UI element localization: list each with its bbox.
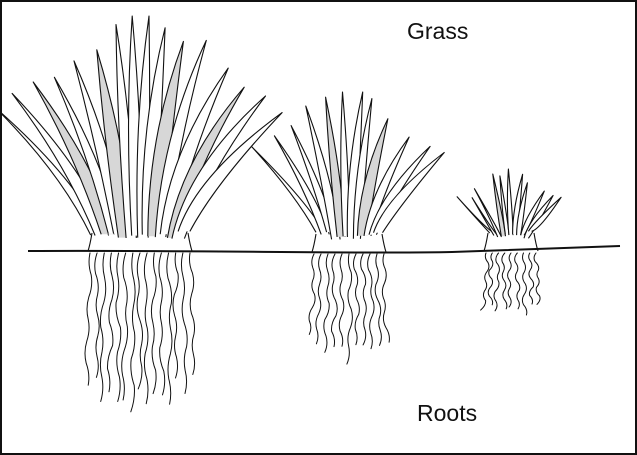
root-strand [347, 254, 352, 364]
root-strand [488, 253, 493, 305]
root-strand [508, 253, 512, 307]
root-strand [167, 253, 172, 404]
root-strand [368, 254, 374, 349]
grass-plant-large [0, 16, 282, 412]
root-strand [100, 253, 105, 402]
root-strand [522, 253, 526, 315]
root-strand [122, 253, 128, 400]
ground-line [28, 246, 620, 253]
grass-plant-small [457, 169, 561, 315]
root-strand [331, 254, 337, 347]
roots-small [481, 253, 540, 315]
root-strand [481, 253, 489, 310]
root-strand [515, 253, 520, 309]
root-strand [529, 253, 534, 304]
root-strand [173, 253, 178, 378]
root-strand [361, 254, 367, 345]
root-strand [534, 253, 540, 304]
root-strand [502, 253, 507, 309]
root-strand [131, 253, 135, 412]
root-strand [159, 253, 165, 395]
tuft-side-right [188, 233, 192, 251]
root-strand [144, 253, 148, 404]
tuft-side-left [484, 233, 488, 251]
root-strand [107, 253, 113, 392]
grass-label: Grass [407, 20, 468, 43]
plants-layer [0, 16, 561, 412]
root-strand [116, 253, 121, 402]
roots-medium [309, 254, 389, 364]
root-strand [95, 253, 99, 377]
root-strand [324, 254, 329, 352]
root-strand [151, 253, 156, 394]
root-strand [181, 253, 187, 394]
root-strand [382, 254, 389, 342]
tuft-side-right [382, 234, 386, 252]
root-strand [137, 253, 142, 389]
grass-plant-medium [252, 92, 444, 364]
root-strand [354, 254, 360, 345]
root-strand [309, 254, 315, 334]
tuft-side-left [312, 234, 316, 252]
root-strand [375, 254, 381, 345]
roots-label: Roots [417, 402, 477, 425]
root-strand [339, 254, 344, 346]
tuft-side-left [88, 233, 92, 251]
root-strand [85, 253, 92, 385]
root-strand [494, 253, 499, 311]
grass-blade [507, 169, 513, 235]
root-strand [189, 253, 194, 375]
root-strand [316, 254, 321, 344]
roots-large [85, 253, 195, 412]
